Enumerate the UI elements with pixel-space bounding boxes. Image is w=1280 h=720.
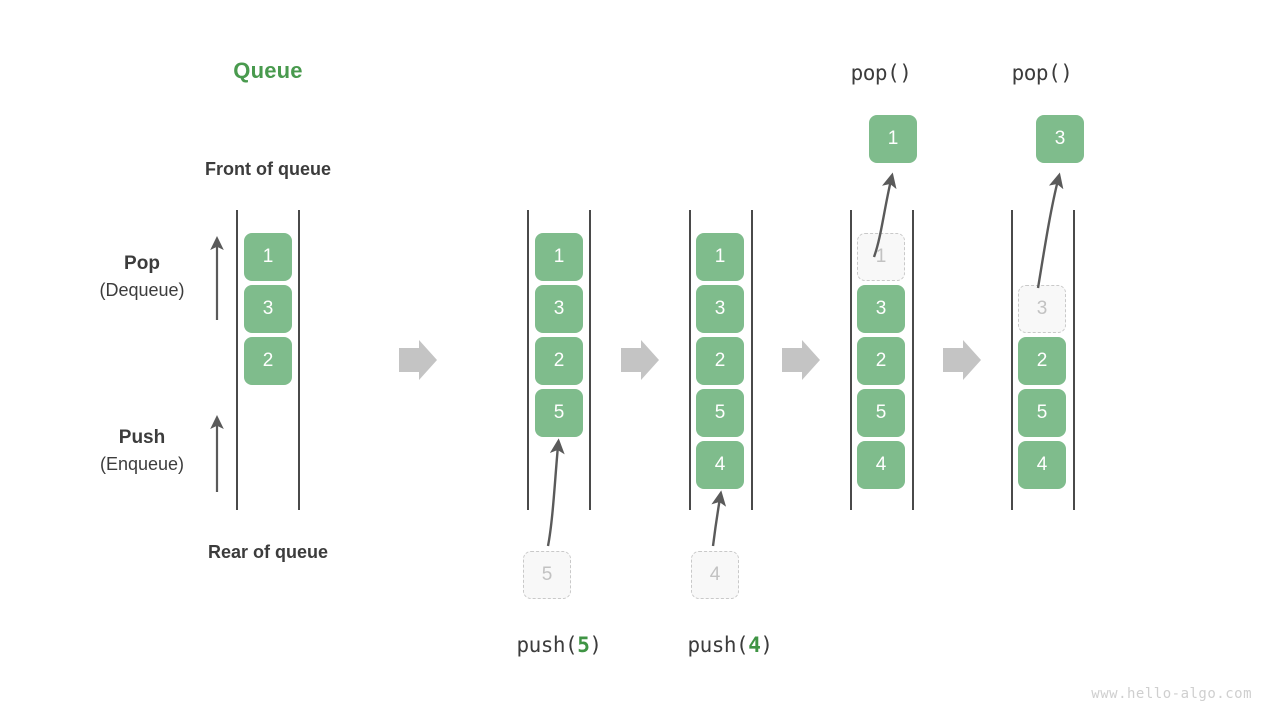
transition-arrow-4: [943, 340, 981, 380]
push-4-caption: push(4): [630, 633, 830, 657]
queue-rail-right-3: [751, 210, 753, 510]
push-4-insert-arrow: [711, 490, 727, 547]
queue-item: 5: [696, 389, 744, 437]
queue-item: 4: [1018, 441, 1066, 489]
queue-item: 2: [857, 337, 905, 385]
incoming-element-placeholder: 5: [523, 551, 571, 599]
queue-item: 1: [696, 233, 744, 281]
pop-label-sub: (Dequeue): [99, 280, 185, 300]
queue-rail-left-2: [527, 210, 529, 510]
queue-item: 5: [1018, 389, 1066, 437]
queue-item: 5: [535, 389, 583, 437]
queue-rail-left-1: [236, 210, 238, 510]
caption-prefix: push(: [687, 633, 749, 657]
queue-rail-right-4: [912, 210, 914, 510]
push-5-insert-arrow: [546, 438, 565, 547]
queue-item: 4: [857, 441, 905, 489]
caption-suffix: ): [760, 633, 773, 657]
caption-prefix: push(: [516, 633, 578, 657]
caption-suffix: ): [589, 633, 602, 657]
pop-3-extract-arrow: [1036, 172, 1064, 289]
queue-item: 3: [696, 285, 744, 333]
watermark: www.hello-algo.com: [1091, 686, 1252, 702]
pop-label-main: Pop: [124, 253, 160, 274]
popped-element: 3: [1036, 115, 1084, 163]
pop-operation-label: Pop (Dequeue): [62, 251, 222, 303]
queue-rail-right-5: [1073, 210, 1075, 510]
queue-rail-right-1: [298, 210, 300, 510]
queue-item: 3: [535, 285, 583, 333]
queue-item: 1: [244, 233, 292, 281]
queue-item-removed: 3: [1018, 285, 1066, 333]
queue-item: 2: [696, 337, 744, 385]
incoming-element-placeholder: 4: [691, 551, 739, 599]
queue-item: 2: [244, 337, 292, 385]
transition-arrow-2: [621, 340, 659, 380]
rear-of-queue-label: Rear of queue: [207, 542, 329, 562]
push-label-main: Push: [118, 427, 166, 448]
caption-arg: 4: [748, 633, 761, 657]
pop-header-stage-4: pop(): [850, 61, 912, 85]
queue-item: 3: [244, 285, 292, 333]
transition-arrow-1: [399, 340, 437, 380]
caption-arg: 5: [577, 633, 590, 657]
push-label-sub: (Enqueue): [99, 454, 185, 474]
transition-arrow-3: [782, 340, 820, 380]
queue-item: 2: [1018, 337, 1066, 385]
queue-rail-left-3: [689, 210, 691, 510]
queue-item: 5: [857, 389, 905, 437]
push-5-caption: push(5): [459, 633, 659, 657]
pop-header-stage-5: pop(): [1011, 61, 1073, 85]
queue-rail-right-2: [589, 210, 591, 510]
push-operation-label: Push (Enqueue): [62, 425, 222, 477]
popped-element: 1: [869, 115, 917, 163]
queue-item: 1: [535, 233, 583, 281]
front-of-queue-label: Front of queue: [205, 159, 331, 179]
page-title: Queue: [233, 58, 303, 83]
queue-item-removed: 1: [857, 233, 905, 281]
queue-rail-left-4: [850, 210, 852, 510]
queue-item: 3: [857, 285, 905, 333]
queue-item: 2: [535, 337, 583, 385]
queue-item: 4: [696, 441, 744, 489]
queue-rail-left-5: [1011, 210, 1013, 510]
